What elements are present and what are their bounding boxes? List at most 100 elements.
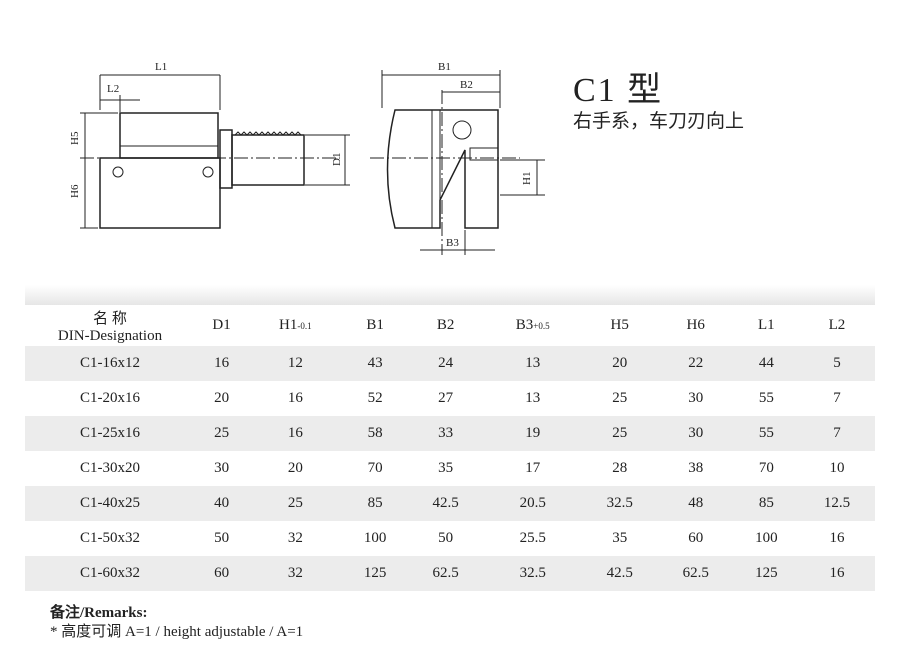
front-view: B1 B2 H1 B3 — [370, 61, 545, 255]
value-cell: 25 — [195, 416, 249, 451]
value-cell: 60 — [195, 556, 249, 591]
value-cell: 30 — [657, 416, 734, 451]
value-cell: 42.5 — [407, 486, 484, 521]
header-d1: D1 — [195, 305, 248, 346]
value-cell: 27 — [438, 390, 454, 406]
value-cell: 12 — [248, 346, 343, 381]
value-cell: 16 — [798, 556, 875, 591]
value-cell: 58 — [342, 416, 408, 451]
designation-cell: C1-50x32 — [80, 530, 140, 546]
header-name-cn: 名 称 — [93, 310, 127, 327]
value-cell: 5 — [798, 346, 875, 381]
value-cell: 7 — [798, 416, 875, 451]
value-cell: 52 — [367, 390, 383, 406]
header-h1: H1-0.1 — [248, 305, 342, 346]
designation-cell: C1-40x25 — [25, 486, 195, 521]
value-cell: 48 — [657, 486, 734, 521]
label-D1: D1 — [331, 153, 343, 166]
value-cell: 43 — [342, 346, 408, 381]
label-B3: B3 — [446, 237, 459, 249]
value-cell: 13 — [525, 390, 541, 406]
header-label: L2 — [828, 317, 846, 333]
value-cell: 16 — [248, 416, 343, 451]
table-top-band — [25, 285, 875, 305]
label-L2: L2 — [107, 83, 119, 95]
value-cell: 25.5 — [519, 530, 546, 546]
label-H5: H5 — [69, 131, 81, 145]
header-b1: B1 — [343, 305, 408, 346]
value-cell: 42.5 — [581, 556, 658, 591]
label-H1: H1 — [521, 172, 533, 185]
value-cell: 32.5 — [581, 486, 658, 521]
remarks: 备注/Remarks: * 高度可调 A=1 / height adjustab… — [50, 604, 303, 642]
value-cell: 125 — [342, 556, 408, 591]
value-cell: 28 — [612, 460, 628, 476]
header-l1: L1 — [734, 305, 799, 346]
value-cell: 125 — [733, 556, 799, 591]
value-cell: 60 — [688, 530, 704, 546]
value-cell: 32 — [248, 556, 343, 591]
value-cell: 12.5 — [798, 486, 875, 521]
designation-cell: C1-16x12 — [25, 346, 195, 381]
header-label: B3 — [515, 317, 534, 333]
page-subtitle: 右手系，车刀刃向上 — [573, 111, 745, 132]
value-cell: 19 — [483, 416, 582, 451]
value-cell: 25 — [612, 390, 628, 406]
header-b2: B2 — [408, 305, 484, 346]
value-cell: 16 — [287, 390, 303, 406]
header-tolerance: -0.1 — [297, 321, 312, 331]
value-cell: 35 — [438, 460, 454, 476]
value-cell: 38 — [688, 460, 704, 476]
value-cell: 32.5 — [483, 556, 582, 591]
value-cell: 40 — [195, 486, 249, 521]
value-cell: 24 — [407, 346, 484, 381]
value-cell: 55 — [758, 390, 774, 406]
designation-cell: C1-25x16 — [25, 416, 195, 451]
header-l2: L2 — [799, 305, 875, 346]
label-L1: L1 — [155, 61, 167, 73]
header-label: D1 — [212, 317, 231, 333]
header-h6: H6 — [658, 305, 734, 346]
value-cell: 20 — [287, 460, 303, 476]
value-cell: 16 — [829, 530, 845, 546]
remarks-line: * 高度可调 A=1 / height adjustable / A=1 — [50, 624, 304, 640]
value-cell: 70 — [367, 460, 383, 476]
value-cell: 16 — [195, 346, 249, 381]
value-cell: 50 — [438, 530, 454, 546]
header-label: H5 — [610, 317, 629, 333]
side-view: L1 L2 H5 H6 D1 — [69, 61, 350, 229]
value-cell: 22 — [657, 346, 734, 381]
value-cell: 100 — [755, 530, 778, 546]
value-cell: 62.5 — [407, 556, 484, 591]
value-cell: 20 — [214, 390, 230, 406]
label-H6: H6 — [69, 184, 81, 198]
designation-cell: C1-60x32 — [25, 556, 195, 591]
value-cell: 20.5 — [483, 486, 582, 521]
value-cell: 30 — [688, 390, 704, 406]
value-cell: 25 — [581, 416, 658, 451]
remarks-heading: 备注/Remarks: — [50, 605, 148, 621]
value-cell: 17 — [525, 460, 541, 476]
header-name-en: DIN-Designation — [57, 327, 163, 344]
value-cell: 7 — [833, 390, 841, 406]
header-label: H6 — [686, 317, 705, 333]
value-cell: 50 — [214, 530, 230, 546]
designation-cell: C1-30x20 — [80, 460, 140, 476]
header-label: L1 — [757, 317, 775, 333]
value-cell: 25 — [248, 486, 343, 521]
value-cell: 32 — [287, 530, 303, 546]
value-cell: 100 — [363, 530, 387, 546]
value-cell: 33 — [407, 416, 484, 451]
technical-drawing: L1 L2 H5 H6 D1 B1 B2 H1 B3 — [69, 61, 545, 255]
page-title: C1 型 — [573, 72, 664, 109]
value-cell: 10 — [829, 460, 845, 476]
header-label: H1 — [279, 317, 298, 333]
value-cell: 85 — [342, 486, 408, 521]
